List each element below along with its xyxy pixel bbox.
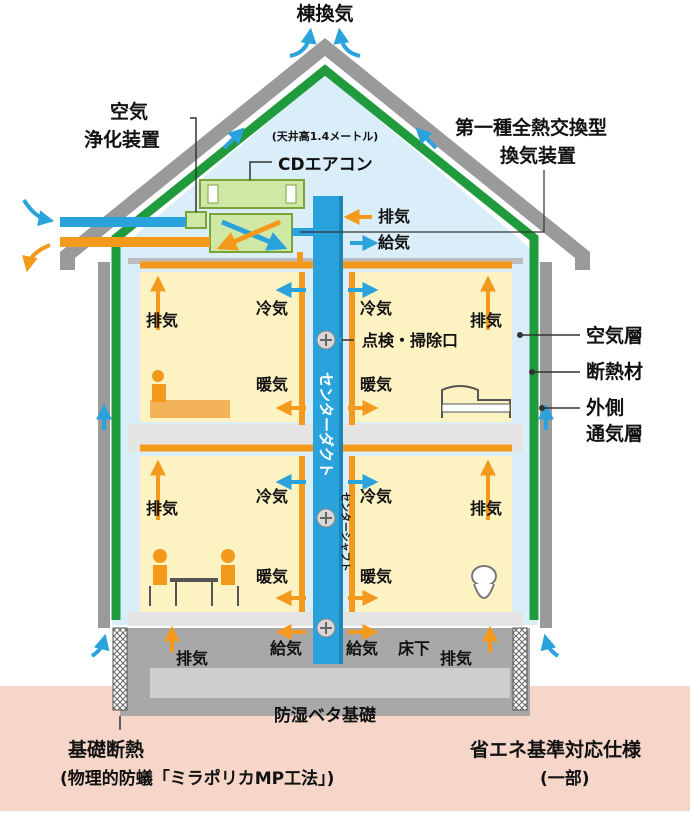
air-layer-label: 空気層 [586,324,643,347]
lower-right-exhaust: 排気 [470,499,502,518]
bed-icon-upper-left [150,370,230,418]
outer-vent-label-line1: 外側 [586,396,624,419]
top-vent-label: 棟換気 [296,2,353,25]
air-purifier-label-line1: 空気 [110,100,148,123]
insulation-label: 断熱材 [586,360,643,383]
foundation-label: 防湿ベタ基礎 [274,705,377,726]
outer-vent-label-line2: 通気層 [586,422,643,445]
lower-left-cool: 冷気 [256,487,288,506]
room-upper-right [352,272,512,422]
upper-right-cool: 冷気 [360,299,392,318]
bottom-right-note-line2: (一部) [540,768,590,789]
bed-icon-upper-right [441,385,511,418]
center-duct [313,196,343,664]
upper-right-warm: 暖気 [360,375,392,394]
attic-exhaust-label: 排気 [378,207,410,226]
underfloor-floor-label: 床下 [398,639,430,658]
bottom-left-note-line2: (物理的防蟻「ミラポリカMP工法」) [60,768,334,789]
air-purifier-label-line2: 浄化装置 [84,128,160,151]
attic-supply-label: 給気 [378,233,410,252]
bottom-right-note-line1: 省エネ基準対応仕様 [469,738,642,761]
toilet-icon [471,565,497,599]
underfloor-exhaust-right: 排気 [440,649,472,668]
dining-table-icon [149,549,239,606]
upper-left-warm: 暖気 [256,375,288,394]
lower-left-warm: 暖気 [256,567,288,586]
upper-left-cool: 冷気 [256,299,288,318]
center-duct-label: センターダクト [317,372,335,477]
upper-left-exhaust: 排気 [146,311,178,330]
inspection-port-label: 点検・掃除口 [362,331,458,350]
lower-right-cool: 冷気 [360,487,392,506]
room-upper-left [140,272,302,422]
underfloor-supply-left: 給気 [270,639,302,658]
underfloor-supply-right: 給気 [346,639,378,658]
cd-aircon-label: CDエアコン [278,155,373,175]
air-purifier-box [185,211,207,229]
lower-left-exhaust: 排気 [146,499,178,518]
room-lower-left [140,456,302,612]
heat-exchanger-label-line2: 換気装置 [500,144,576,167]
bottom-left-note-line1: 基礎断熱 [67,738,144,761]
lower-right-warm: 暖気 [360,567,392,586]
center-shaft-label: センターシャフト [339,492,351,572]
upper-right-exhaust: 排気 [470,311,502,330]
heat-exchanger-label-line1: 第一種全熱交換型 [455,116,607,139]
ceiling-height-label: (天井高1.4メートル) [272,129,379,143]
insulation-line [111,64,539,620]
underfloor-exhaust-left: 排気 [176,649,208,668]
